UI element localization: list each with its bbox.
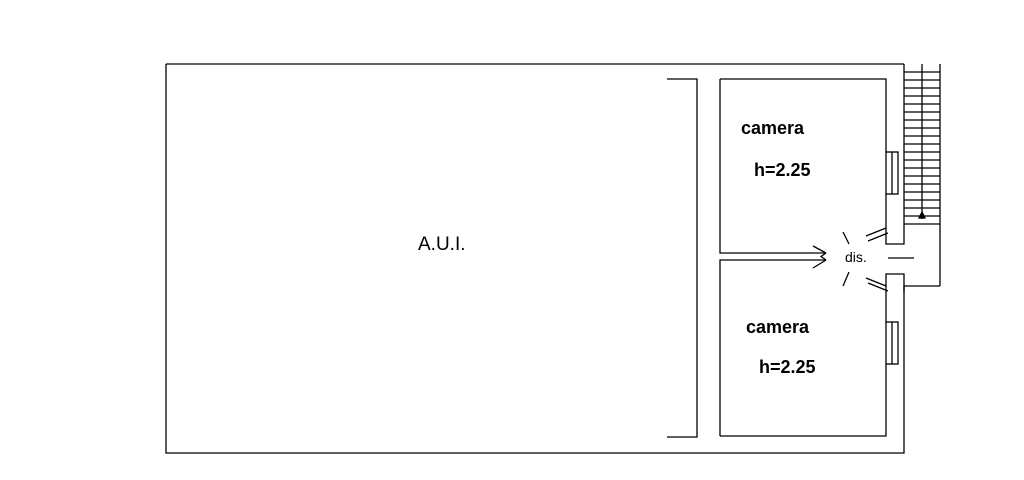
camera-bottom-walls bbox=[719, 259, 887, 437]
corridor-chevron bbox=[812, 245, 827, 269]
camera-bottom-label: camera bbox=[746, 317, 810, 337]
camera-top-height: h=2.25 bbox=[754, 160, 811, 180]
door-marks bbox=[842, 226, 914, 292]
dis-label: dis. bbox=[845, 249, 867, 265]
stair-steps bbox=[904, 71, 940, 225]
camera-top-label: camera bbox=[741, 118, 805, 138]
camera-top-walls bbox=[719, 78, 887, 254]
stair-frame bbox=[903, 64, 923, 226]
camera-bottom-height: h=2.25 bbox=[759, 357, 816, 377]
stair-arrow bbox=[917, 210, 927, 219]
aui-label: A.U.I. bbox=[418, 234, 466, 255]
aui-right-bracket bbox=[667, 78, 698, 438]
outer-wall bbox=[165, 63, 941, 454]
